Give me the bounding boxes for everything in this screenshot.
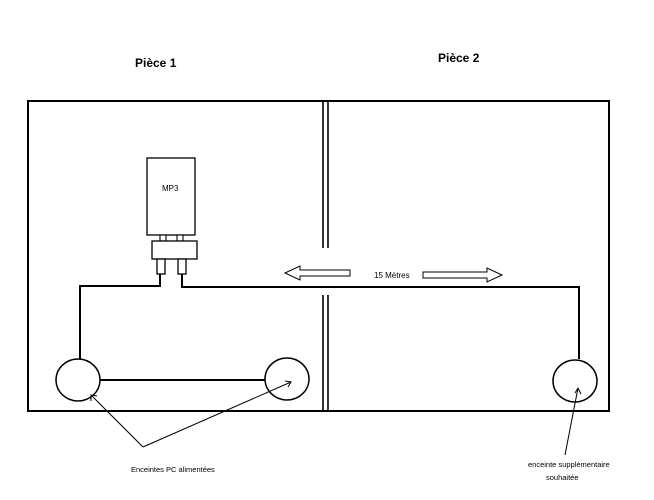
distance-arrow-left [283, 265, 351, 281]
floor-plan-outline [27, 100, 610, 412]
extra-speaker-note-line1: enceinte supplémentaire [528, 460, 610, 469]
pc-speaker-left [55, 358, 101, 402]
cable-left [79, 274, 161, 359]
room1-title: Pièce 1 [135, 56, 177, 70]
dividing-wall [322, 101, 329, 411]
annotation-pointer-extra [564, 386, 582, 456]
jack-splitter [151, 234, 198, 275]
extra-speaker-note-line2: souhaitée [546, 473, 579, 482]
pc-speaker-right [264, 357, 310, 401]
pc-speakers-note: Enceintes PC alimentées [131, 465, 215, 474]
cable-right [181, 274, 580, 359]
extra-speaker [552, 359, 598, 403]
room2-title: Pièce 2 [438, 51, 480, 65]
mp3-player [146, 157, 196, 236]
annotation-pointers-pc [90, 380, 292, 448]
distance-label: 15 Mètres [374, 271, 410, 280]
distance-arrow-right [422, 267, 504, 283]
mp3-label: MP3 [162, 184, 179, 193]
